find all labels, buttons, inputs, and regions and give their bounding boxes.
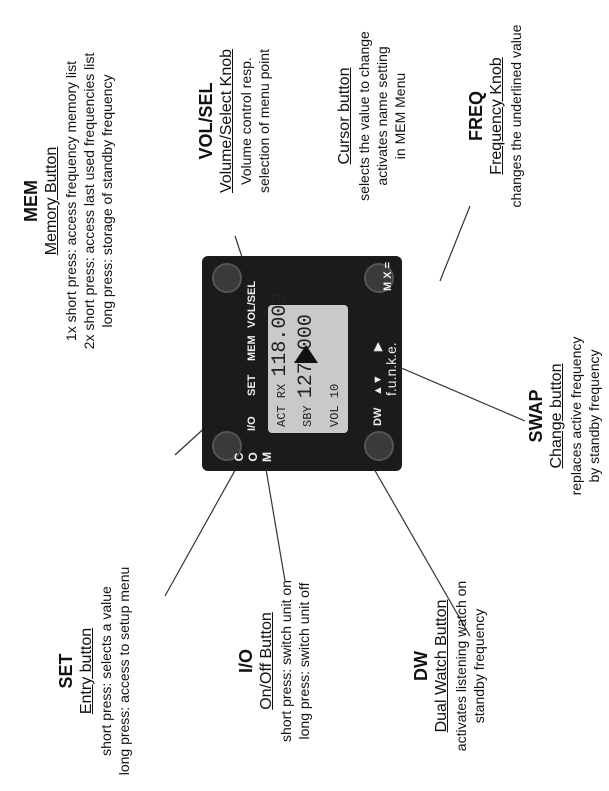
leader-swap [384, 360, 526, 422]
lcd-active-label: ACT RX [275, 383, 289, 427]
annotation-volsel: VOL/SEL Volume/Select Knob Volume contro… [195, 11, 273, 231]
dw-line-1: activates listening watch on [453, 580, 469, 752]
annotation-mem: MEM Memory Button 1x short press: access… [20, 31, 116, 371]
swap-subtitle: Change button [548, 363, 565, 469]
annotation-io: I/O On/Off Button short press: switch un… [235, 561, 313, 761]
freq-subtitle: Frequency Knob [488, 57, 505, 175]
mem-line-1: 1x short press: access frequency memory … [63, 60, 79, 342]
volsel-line-1: Volume control resp. [238, 57, 254, 185]
lcd-row-volume: VOL 10 [328, 383, 342, 427]
dw-line-2: standby frequency [471, 608, 487, 724]
cursor-line-1: selects the value to change [356, 31, 372, 201]
swap-line-1: replaces active frequency [568, 336, 584, 496]
screw-bottom-left [364, 431, 394, 461]
mem-line-3: long press: storage of standby frequency [99, 74, 115, 328]
cursor-line-2: activates name setting [374, 46, 390, 186]
mem-line-2: 2x short press: access last used frequen… [81, 52, 97, 350]
brand-label: f.u.n.k.e. [383, 342, 399, 396]
freq-title: FREQ [466, 91, 486, 142]
swap-line-2: by standby frequency [586, 349, 602, 483]
lcd-standby-label: SBY [301, 405, 315, 427]
lcd-row-standby: SBY 127.000 [295, 314, 318, 427]
io-line-2: long press: switch unit off [296, 582, 312, 740]
set-title: SET [56, 653, 76, 689]
volsel-line-2: selection of menu point [256, 49, 272, 193]
volsel-title: VOL/SEL [196, 82, 216, 160]
io-subtitle: On/Off Button [258, 612, 275, 710]
annotation-cursor: Cursor button selects the value to chang… [335, 1, 409, 231]
cursor-subtitle: Cursor button [336, 67, 353, 165]
lcd-display: ACT RX 118.000 SBY 127.000 VOL 10 [268, 293, 348, 433]
set-line-2: long press: access to setup menu [116, 566, 132, 776]
freq-line-1: changes the underlined value [508, 24, 524, 208]
mem-button-label[interactable]: MEM [246, 335, 258, 361]
triangle-marker [294, 345, 318, 363]
leader-freq [439, 205, 471, 282]
swap-title: SWAP [526, 389, 546, 443]
cursor-line-3: in MEM Menu [392, 72, 408, 160]
mem-title: MEM [21, 180, 41, 222]
dw-subtitle: Dual Watch Button [433, 599, 450, 733]
io-button-label[interactable]: I/O [246, 416, 258, 431]
dw-button-label[interactable]: DW [372, 407, 384, 426]
screw-top-right [212, 263, 242, 293]
side-label: M X = [382, 261, 394, 291]
lcd-active-frequency: 118.000 [269, 292, 292, 377]
io-line-1: short press: switch unit on [278, 580, 294, 742]
annotation-swap: SWAP Change button replaces active frequ… [525, 301, 603, 531]
set-button-label[interactable]: SET [246, 374, 258, 396]
volsel-subtitle: Volume/Select Knob [218, 48, 235, 194]
annotation-dw: DW Dual Watch Button activates listening… [410, 551, 488, 781]
set-subtitle: Entry button [78, 627, 95, 715]
annotation-freq: FREQ Frequency Knob changes the underlin… [465, 1, 525, 231]
lcd-row-active: ACT RX 118.000 [269, 293, 292, 427]
mem-subtitle: Memory Button [43, 146, 60, 256]
set-line-1: short press: selects a value [98, 586, 114, 756]
annotation-set: SET Entry button short press: selects a … [55, 556, 133, 786]
volsel-knob-label[interactable]: VOL/SEL [246, 280, 258, 328]
dw-title: DW [411, 651, 431, 681]
leader-dw [357, 440, 471, 637]
io-title: I/O [236, 649, 256, 674]
